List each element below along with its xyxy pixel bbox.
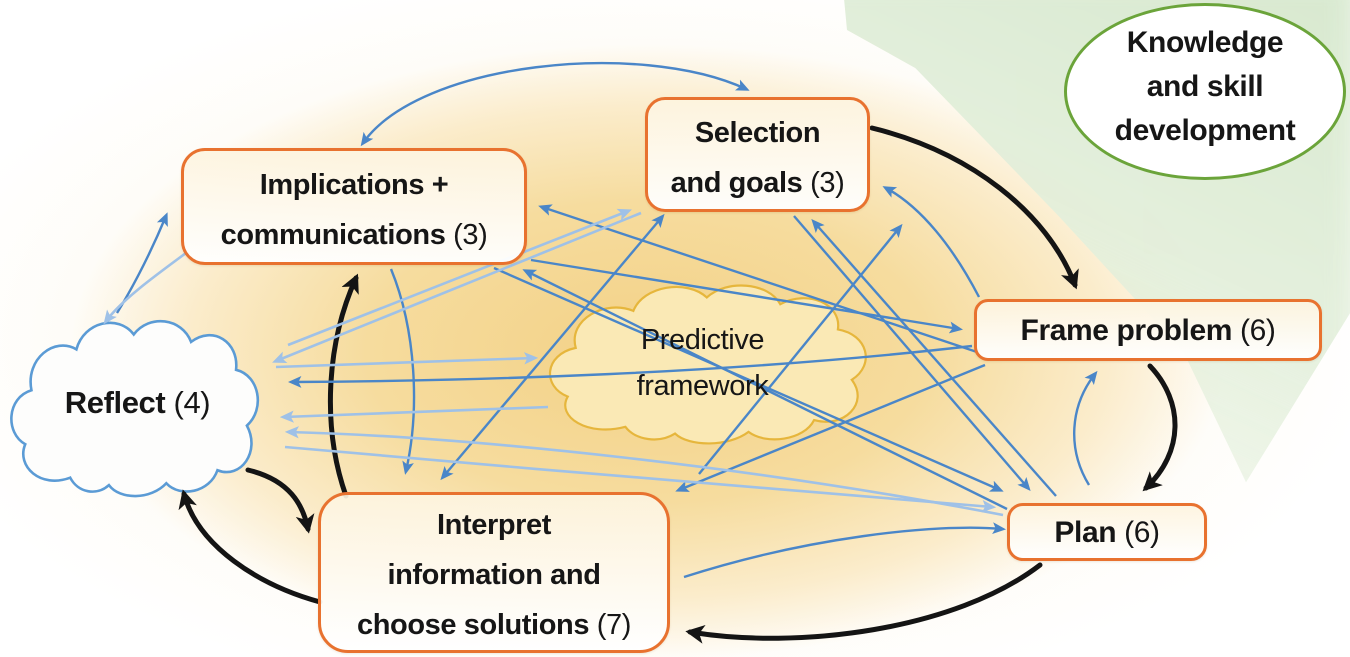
- label-line: choose solutions: [357, 609, 590, 641]
- label-line: Interpret: [436, 509, 552, 541]
- node-interpret-information: Interpret information and choose solutio…: [318, 492, 670, 653]
- label-count: (3): [453, 219, 488, 251]
- label-line: Plan: [1054, 516, 1117, 549]
- edge-reflect-to-interpret: [245, 467, 315, 534]
- label-line: information and: [387, 559, 601, 591]
- label-line: development: [1114, 114, 1296, 147]
- edge-frame_problem-to-selection: [882, 186, 981, 298]
- node-frame-problem: Frame problem (6): [974, 299, 1322, 361]
- node-selection-and-goals: Selection and goals (3): [645, 97, 870, 212]
- label-line: Implications +: [259, 169, 449, 201]
- label-count: (6): [1124, 516, 1160, 549]
- label-count: (7): [596, 609, 632, 641]
- label-line: Frame problem: [1020, 314, 1233, 347]
- node-predictive-framework: Predictive framework: [555, 317, 850, 409]
- edge-frame_problem-to-plan: [1142, 363, 1178, 492]
- label-line: communications: [220, 219, 446, 251]
- edge-reflect-to-implications: [115, 212, 168, 314]
- edge-interpret-to-implications: [327, 273, 359, 499]
- node-implications-communications: Implications + communications (3): [181, 148, 527, 265]
- label-count: (4): [173, 385, 211, 420]
- label-line: and skill: [1146, 70, 1264, 103]
- label-line: Reflect: [64, 385, 166, 420]
- label-count: (3): [810, 167, 845, 199]
- edge-interpret-to-plan: [683, 522, 1007, 579]
- edge-predictive-to-reflect: [279, 405, 549, 423]
- node-plan: Plan (6): [1007, 503, 1207, 561]
- node-knowledge-and-skill-development: Knowledge and skill development: [1064, 3, 1346, 180]
- label-line: framework: [636, 370, 769, 402]
- edge-selection-to-frame_problem: [869, 125, 1079, 290]
- label-line: and goals: [670, 167, 803, 199]
- edge-plan-to-frame_problem: [1073, 370, 1098, 486]
- label-line: Knowledge: [1126, 26, 1284, 59]
- edge-plan-to-interpret: [685, 562, 1043, 644]
- node-reflect: Reflect (4): [10, 383, 265, 423]
- label-count: (6): [1240, 314, 1276, 347]
- edge-reflect-to-predictive: [275, 352, 539, 369]
- label-line: Selection: [694, 117, 821, 149]
- label-line: Predictive: [640, 324, 765, 356]
